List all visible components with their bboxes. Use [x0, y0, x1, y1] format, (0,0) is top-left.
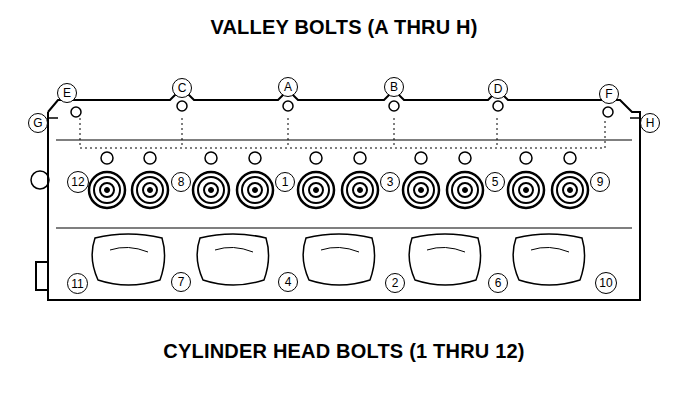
valve-spring — [508, 172, 544, 208]
callout-circle: F — [599, 84, 619, 104]
callout-number: D — [494, 83, 503, 95]
callout-number: 12 — [71, 176, 84, 188]
pedestal-bolt — [101, 152, 113, 164]
rocker-pedestals — [101, 152, 576, 164]
callout-number: C — [178, 82, 187, 94]
valve-spring — [298, 172, 334, 208]
callout-circle: 9 — [590, 172, 610, 192]
bolt-head — [177, 101, 187, 111]
callout-number: 6 — [495, 277, 502, 289]
port-outline — [197, 234, 268, 285]
pedestal-bolt — [249, 152, 261, 164]
callout-number: 2 — [392, 277, 399, 289]
diagram-caption: CYLINDER HEAD BOLTS (1 THRU 12) — [0, 340, 688, 363]
callout-circle: H — [640, 113, 660, 133]
port-outline — [513, 234, 584, 285]
head-deck-line — [56, 140, 632, 228]
callout-number: F — [605, 88, 612, 100]
callout-circle: 12 — [67, 171, 89, 193]
bolt-head — [493, 101, 503, 111]
valve-spring — [237, 172, 273, 208]
valve-spring — [342, 172, 378, 208]
callout-circle: G — [28, 113, 48, 133]
head-outline — [36, 94, 640, 300]
lifting-boss — [31, 171, 49, 189]
valley-bolt-bosses — [71, 101, 613, 117]
callout-circle: 3 — [380, 172, 400, 192]
port-detail — [110, 247, 569, 252]
callout-circle: 7 — [171, 272, 191, 292]
port-outline — [409, 234, 480, 285]
callout-number: 10 — [599, 277, 612, 289]
pedestal-bolt — [564, 152, 576, 164]
callout-circle: C — [172, 78, 192, 98]
oil-gallery — [80, 118, 605, 148]
callout-number: 3 — [387, 176, 394, 188]
callout-number: 4 — [285, 276, 292, 288]
bolt-head — [71, 107, 81, 117]
valve-spring — [132, 172, 168, 208]
valve-springs — [89, 172, 588, 208]
callout-circle: 8 — [171, 172, 191, 192]
bolt-head — [283, 101, 293, 111]
valve-spring — [447, 172, 483, 208]
callout-circle: A — [278, 77, 298, 97]
exhaust-ports — [92, 234, 584, 285]
pedestal-bolt — [354, 152, 366, 164]
callout-number: A — [284, 81, 292, 93]
callout-number: G — [33, 117, 42, 129]
bolt-head — [389, 101, 399, 111]
callout-number: 8 — [178, 176, 185, 188]
pedestal-bolt — [459, 152, 471, 164]
callout-circle: B — [384, 77, 404, 97]
callout-circle: 5 — [485, 172, 505, 192]
callout-number: 11 — [71, 278, 83, 290]
callout-circle: 6 — [488, 273, 508, 293]
callout-circle: E — [57, 83, 77, 103]
port-outline — [303, 234, 374, 285]
head-outline — [47, 112, 49, 262]
callout-circle: 4 — [278, 272, 298, 292]
callout-circle: 11 — [67, 273, 88, 294]
callout-circle: D — [488, 79, 508, 99]
port-outline — [92, 234, 164, 285]
pedestal-bolt — [205, 152, 217, 164]
callout-number: B — [390, 81, 398, 93]
valve-spring — [403, 172, 439, 208]
callout-circle: 10 — [595, 272, 617, 294]
gallery-line — [80, 118, 605, 148]
callout-number: H — [646, 117, 655, 129]
bolt-head — [603, 107, 613, 117]
valve-spring — [552, 172, 588, 208]
callout-number: 9 — [597, 176, 604, 188]
head-boss — [48, 117, 640, 119]
callout-number: 7 — [178, 276, 185, 288]
valve-spring — [89, 172, 125, 208]
diagram-title: VALLEY BOLTS (A THRU H) — [0, 16, 688, 39]
callout-number: 1 — [282, 176, 289, 188]
pedestal-bolt — [520, 152, 532, 164]
callout-number: 5 — [492, 176, 499, 188]
head-casting — [31, 94, 640, 300]
pedestal-bolt — [415, 152, 427, 164]
valve-spring — [193, 172, 229, 208]
callout-circle: 1 — [275, 172, 295, 192]
pedestal-bolt — [310, 152, 322, 164]
callout-circle: 2 — [385, 273, 405, 293]
callout-number: E — [63, 87, 71, 99]
pedestal-bolt — [144, 152, 156, 164]
